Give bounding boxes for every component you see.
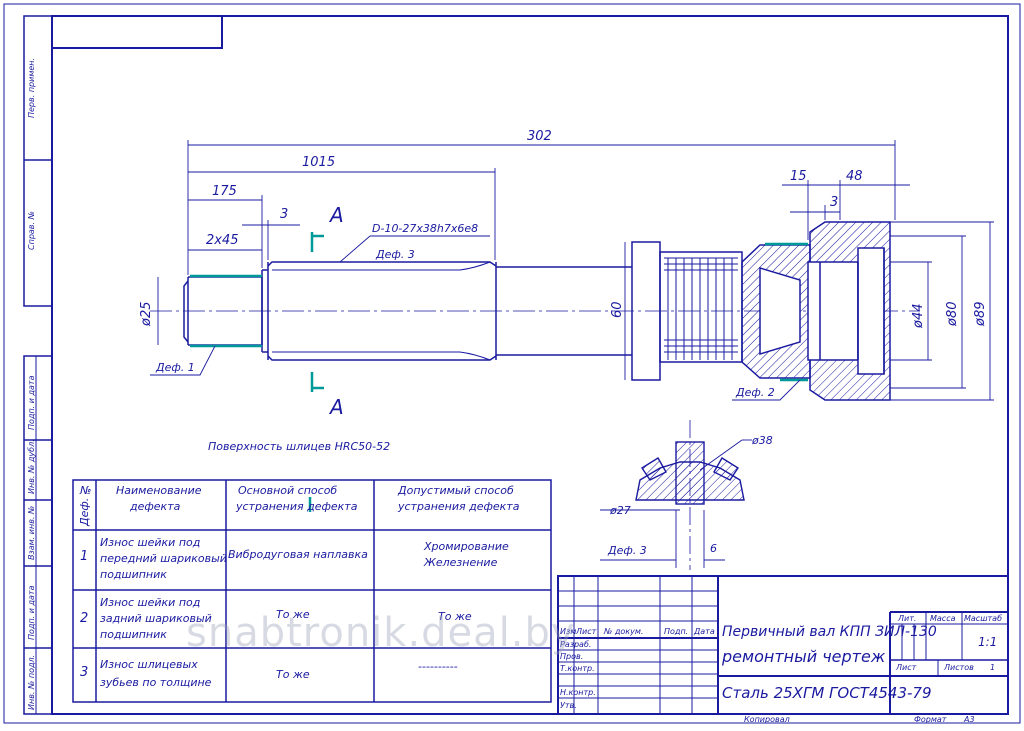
th-main-1: Основной способ [238, 484, 337, 497]
footer-copied: Копировал [744, 715, 790, 724]
side-label-sign-date-1: Подп. и дата [27, 375, 36, 430]
row1-name-3: подшипник [100, 568, 167, 581]
dim-dia80: ø80 [945, 302, 960, 328]
shaft-view [150, 221, 920, 401]
watermark: snabtronik.deal.by [186, 610, 576, 656]
defect-label-1: Деф. 1 [155, 361, 195, 374]
tb-sheets: Листов [943, 663, 974, 672]
th-num: № [79, 484, 91, 497]
tb-masshtab: Масштаб [964, 614, 1002, 623]
dim-3-right: 3 [830, 195, 838, 210]
title-block: Изм Лист № докум. Подп. Дата Разраб. Про… [560, 614, 1002, 710]
side-label-ref-num: Справ. № [27, 211, 36, 250]
row2-main: То же [276, 608, 310, 621]
side-label-sign-date-2: Подп. и дата [27, 585, 36, 640]
dim-dia27: ø27 [609, 504, 631, 517]
dim-6: 6 [710, 542, 717, 555]
tb-col-date: Дата [693, 627, 715, 636]
section-mark-bottom: A [328, 395, 344, 419]
tb-massa: Масса [930, 614, 956, 623]
defect-label-2: Деф. 2 [735, 386, 775, 399]
side-label-orig-inv: Инв. № подл. [27, 655, 36, 710]
section-mark-top: A [328, 203, 344, 227]
side-label-first-use: Перв. примен. [27, 58, 36, 118]
row3-num: 3 [80, 665, 88, 680]
footer-format: Формат [914, 715, 947, 724]
row1-main: Вибродуговая наплавка [228, 548, 368, 561]
th-name-1: Наименование [116, 484, 202, 497]
tb-sheet: Лист [895, 663, 917, 672]
side-label-dup-inv: Инв. № дубл. [27, 439, 36, 494]
tb-col-sign: Подп. [664, 627, 688, 636]
row2-name-2: задний шариковый [100, 612, 212, 625]
tb-title-2: ремонтный чертеж [721, 647, 886, 666]
defect-label-3-bottom: Деф. 3 [607, 544, 647, 557]
row1-alt-2: Железнение [423, 556, 498, 569]
tb-col-izm: Изм [560, 627, 576, 636]
defect-labels: Деф. 1 Деф. 3 Деф. 2 Деф. 3 [155, 248, 775, 557]
dimension-lines [150, 140, 994, 401]
row3-main: То же [276, 668, 310, 681]
sheet-footer: Копировал Формат А3 [744, 715, 975, 724]
side-labels: Перв. примен. Справ. № Подп. и дата Инв.… [27, 58, 36, 710]
row2-name-1: Износ шейки под [100, 596, 200, 609]
footer-format-value: А3 [963, 715, 975, 724]
defect-label-3-top: Деф. 3 [375, 248, 415, 261]
th-alt-2: устранения дефекта [397, 500, 520, 513]
tb-nkontr: Н.контр. [560, 688, 596, 697]
tb-prov: Пров. [560, 652, 583, 661]
row1-name-2: передний шариковый [100, 552, 227, 565]
row1-name-1: Износ шейки под [100, 536, 200, 549]
dim-3-left: 3 [280, 207, 288, 222]
tb-title-1: Первичный вал КПП ЗИЛ-130 [722, 624, 937, 640]
defect-table: № Деф. Наименование дефекта Основной спо… [78, 484, 520, 689]
dim-48: 48 [846, 169, 863, 184]
spline-designation: D-10-27x38h7x6e8 [372, 222, 478, 235]
tb-lit: Лит. [897, 614, 916, 623]
dim-dia38: ø38 [751, 434, 773, 447]
tb-razrab: Разраб. [560, 640, 591, 649]
title-block-grid [557, 575, 1009, 715]
dim-overall: 302 [527, 129, 552, 144]
row2-num: 2 [80, 611, 88, 626]
row2-alt: То же [438, 610, 472, 623]
row3-name-2: зубьев по толщине [100, 676, 212, 689]
tb-material: Сталь 25ХГМ ГОСТ4543-79 [722, 684, 932, 702]
row3-alt: ---------- [418, 660, 458, 673]
tb-sheets-count: 1 [990, 663, 995, 672]
dim-1015: 1015 [302, 155, 335, 170]
th-name-2: дефекта [129, 500, 181, 513]
tb-scale-value: 1:1 [978, 635, 997, 649]
dim-175: 175 [212, 184, 237, 199]
dim-15: 15 [790, 169, 807, 184]
tb-utv: Утв. [560, 701, 577, 710]
dim-dia25: ø25 [139, 302, 154, 328]
row2-name-3: подшипник [100, 628, 167, 641]
defect-table-grid [72, 479, 552, 703]
tb-col-doc: № докум. [603, 627, 643, 636]
th-alt-1: Допустимый способ [397, 484, 514, 497]
side-label-repl-inv: Взам. инв. № [27, 506, 36, 560]
spline-section [600, 420, 752, 570]
dim-60: 60 [610, 301, 625, 318]
dim-dia44: ø44 [911, 304, 926, 330]
dimension-texts: 302 1015 175 2x45 3 15 48 3 ø25 60 ø44 ø… [139, 129, 988, 555]
tb-col-list: Лист [575, 627, 597, 636]
sheet-frame [3, 3, 1021, 724]
row1-alt-1: Хромирование [423, 540, 509, 553]
surface-hardness-note: Поверхность шлицев HRC50-52 [208, 440, 390, 453]
row3-name-1: Износ шлицевых [100, 658, 198, 671]
tb-tkontr: Т.контр. [560, 664, 595, 673]
dim-chamfer: 2x45 [206, 233, 239, 248]
row1-num: 1 [80, 549, 88, 564]
th-main-2: устранения дефекта [235, 500, 358, 513]
dim-dia89: ø89 [973, 302, 988, 328]
defect-highlights [190, 232, 808, 512]
th-def: Деф. [78, 498, 91, 527]
